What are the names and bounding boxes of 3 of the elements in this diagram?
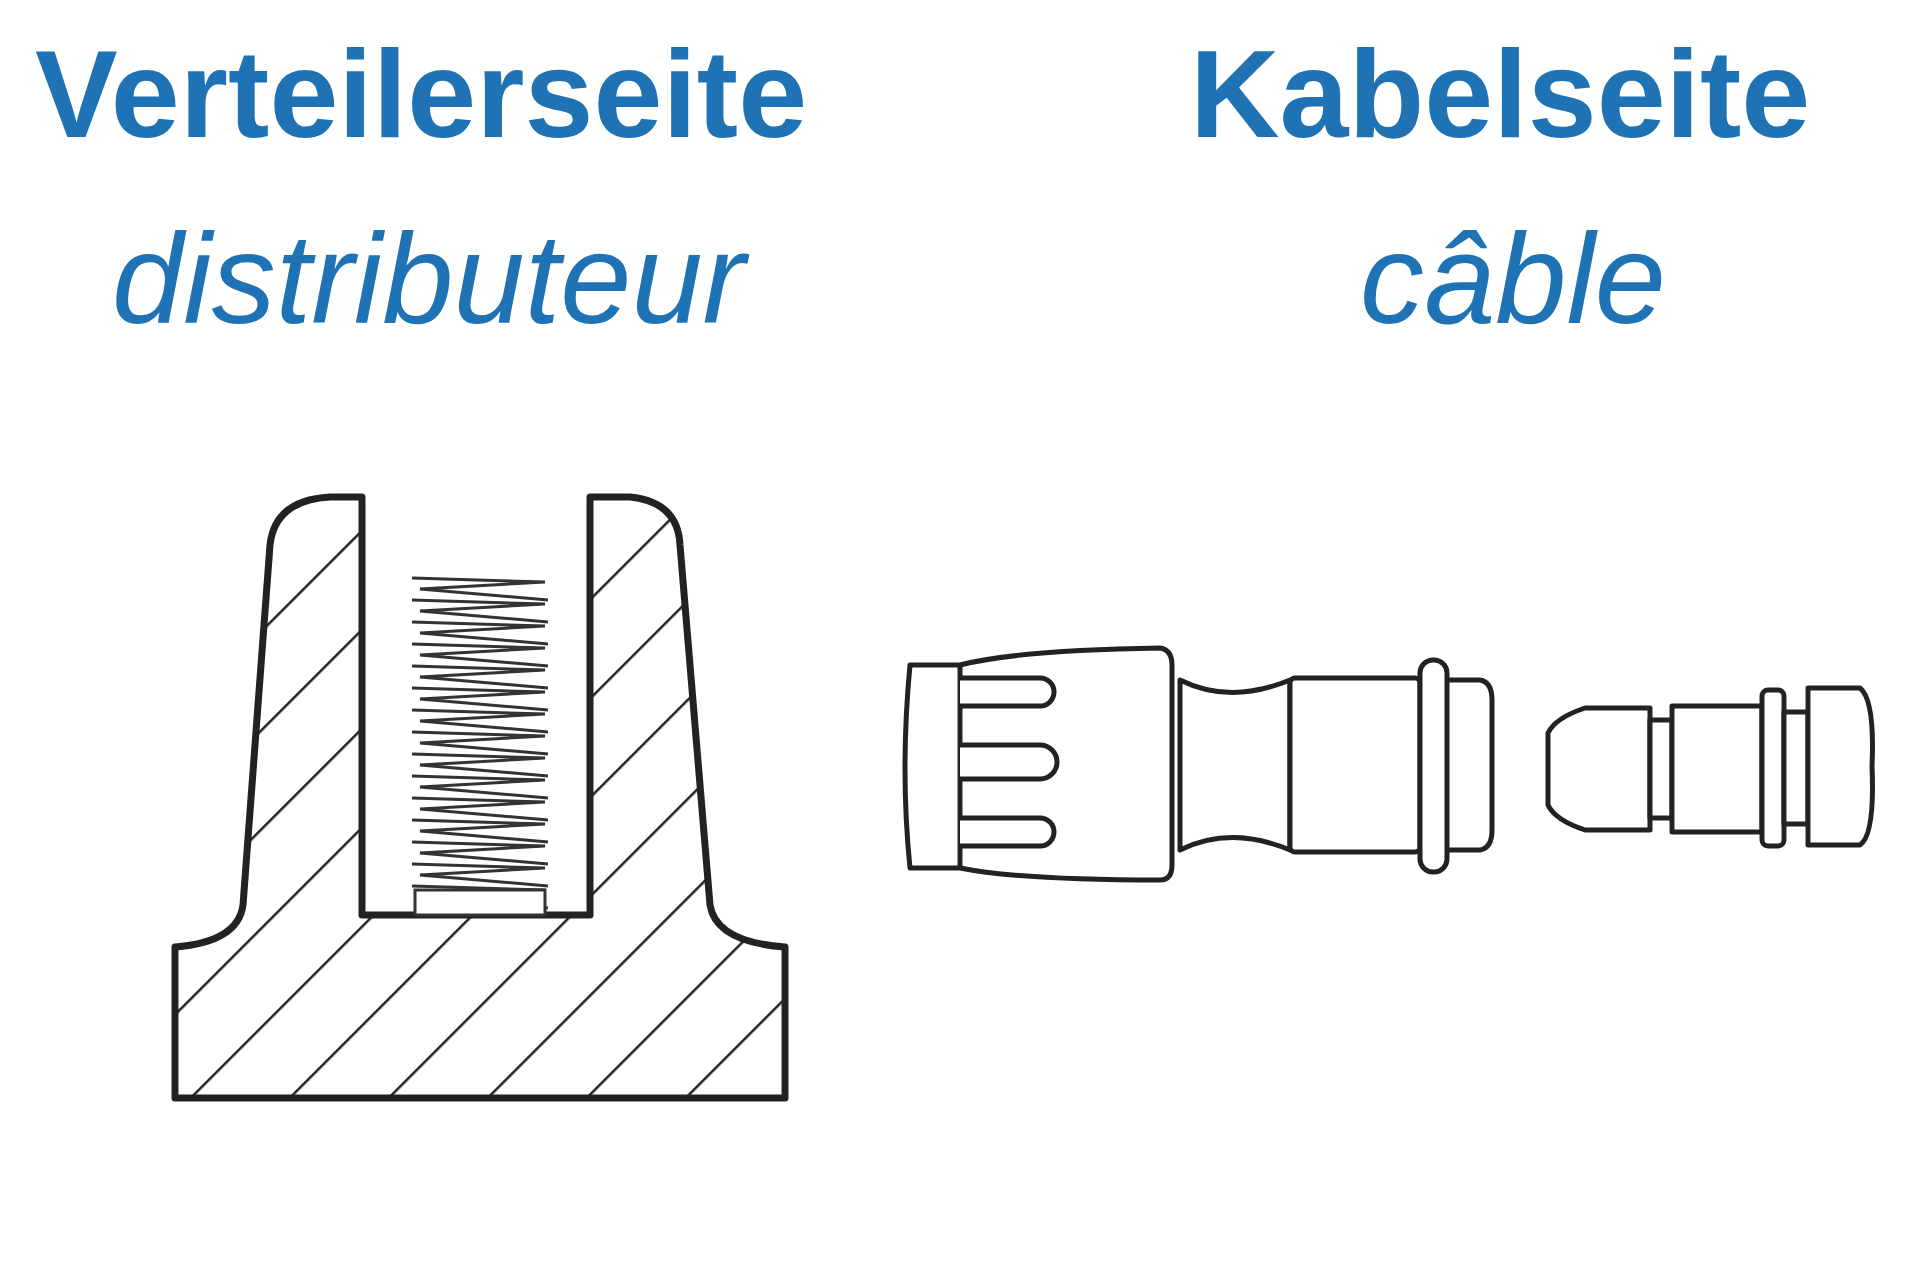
- subheading: câble: [1360, 215, 1666, 343]
- heading: Kabelseite: [1190, 32, 1811, 156]
- heading: Verteilerseite: [35, 32, 808, 156]
